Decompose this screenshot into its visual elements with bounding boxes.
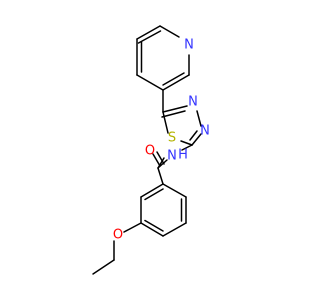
bond <box>191 133 202 146</box>
bond <box>196 110 202 127</box>
bond <box>123 222 142 233</box>
atom-label-n3: N <box>188 95 198 110</box>
bond <box>140 222 164 237</box>
bond <box>162 111 169 134</box>
atom-label-n4: N <box>200 124 210 139</box>
bond <box>157 167 164 185</box>
molecule-structure-diagram: N N N S N H O O <box>0 0 300 300</box>
atom-label-n-amide: N <box>167 149 177 164</box>
atom-label-o-carbonyl: O <box>145 144 155 159</box>
bond <box>162 222 187 237</box>
bond <box>162 183 187 198</box>
benzene-ring <box>140 183 187 237</box>
bond <box>156 151 165 165</box>
amide-group <box>152 151 168 185</box>
bond <box>140 183 164 198</box>
bond <box>161 110 186 118</box>
bond <box>162 72 185 86</box>
bond <box>189 130 198 141</box>
bond <box>137 30 162 44</box>
background <box>0 0 300 300</box>
bond <box>144 188 164 201</box>
thiadiazole-ring <box>161 105 202 146</box>
ethoxy-group <box>92 222 142 275</box>
bond <box>136 74 164 91</box>
bond <box>136 25 161 40</box>
bond <box>180 140 193 146</box>
atom-label-n-pyridine: N <box>184 38 194 53</box>
bond <box>152 153 161 167</box>
atom-label-o-ether: O <box>113 228 123 243</box>
pyridine-ring <box>136 25 190 91</box>
bond <box>162 105 188 113</box>
bond <box>162 74 190 91</box>
bond <box>159 25 180 38</box>
bond <box>144 219 164 232</box>
bond <box>157 157 165 169</box>
bond <box>181 144 193 151</box>
atom-label-h-amide: H <box>178 148 188 163</box>
bond <box>92 259 115 275</box>
atom-label-s: S <box>168 131 176 146</box>
